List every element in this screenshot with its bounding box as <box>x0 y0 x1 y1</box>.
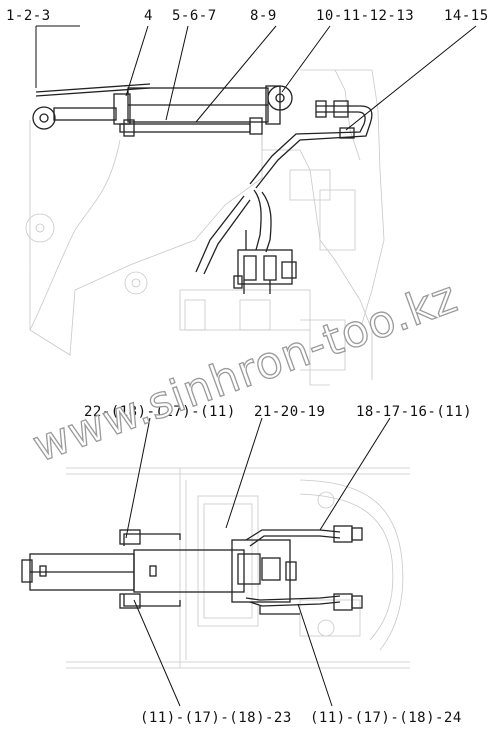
watermark-text: www.sinhron-too.kz <box>26 271 464 472</box>
boom-cylinder <box>32 83 293 130</box>
callout-11-17-18-23: (11)-(17)-(18)-23 <box>140 710 292 726</box>
callout-4: 4 <box>144 8 153 24</box>
lower-leaders <box>125 417 391 707</box>
pipe-riser <box>249 100 373 189</box>
upper-view <box>25 25 477 386</box>
lower-view <box>21 417 410 707</box>
callouts-top: 1-2-3 4 5-6-7 8-9 10-11-12-13 14-15 <box>6 8 489 24</box>
callout-14-15: 14-15 <box>444 8 489 24</box>
callout-10-11-12-13: 10-11-12-13 <box>316 8 414 24</box>
boom-arm-plan <box>21 549 245 593</box>
valve-body-plan <box>231 539 297 603</box>
callout-8-9: 8-9 <box>250 8 277 24</box>
callout-11-17-18-24: (11)-(17)-(18)-24 <box>310 710 462 726</box>
callout-21-20-19: 21-20-19 <box>254 404 325 420</box>
hose-upper-plan <box>119 525 363 547</box>
callout-22-18-17-11: 22-(18)-(17)-(11) <box>84 404 236 420</box>
callout-1-2-3: 1-2-3 <box>6 8 51 24</box>
hose-lower-plan <box>119 593 363 615</box>
upper-leaders <box>35 25 477 131</box>
callout-5-6-7: 5-6-7 <box>172 8 217 24</box>
valve-block <box>195 189 297 294</box>
callout-18-17-16-11: 18-17-16-(11) <box>356 404 472 420</box>
pipe-upper <box>119 117 263 137</box>
callouts-middle: 22-(18)-(17)-(11) 21-20-19 18-17-16-(11) <box>84 404 472 420</box>
callouts-bottom: (11)-(17)-(18)-23 (11)-(17)-(18)-24 <box>140 710 462 726</box>
